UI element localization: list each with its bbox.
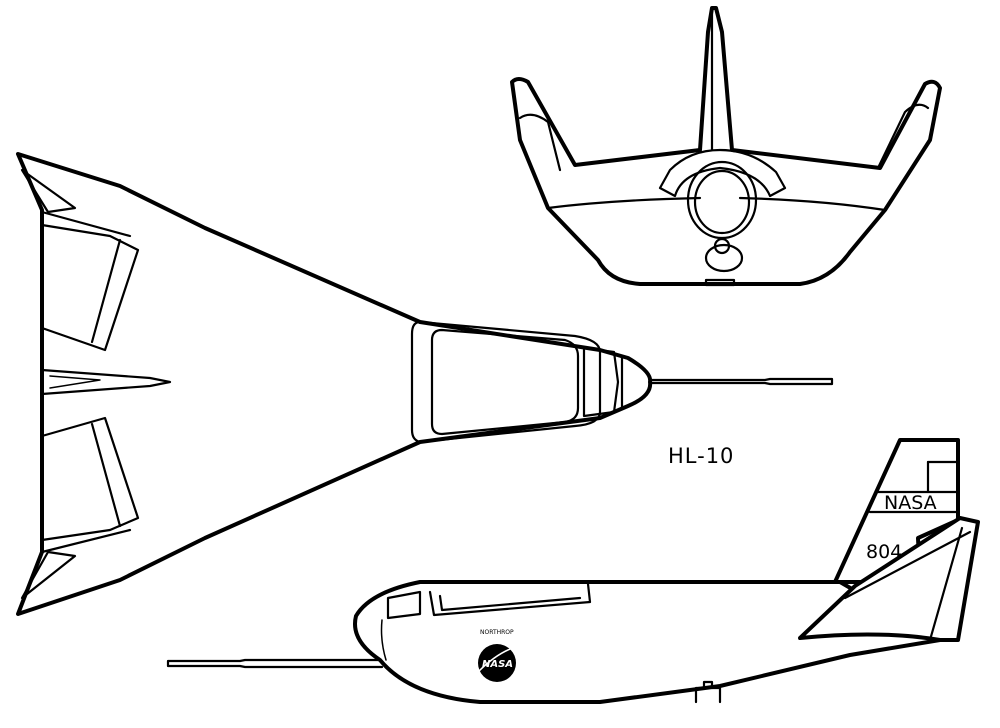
side-view-nose-window [386, 590, 422, 620]
front-view [510, 6, 942, 287]
nasa-logo-text: NASA [482, 659, 513, 670]
nasa-logo-vector [477, 645, 521, 673]
front-view-right-chine [738, 196, 887, 212]
front-view-left-fin-band [518, 113, 562, 172]
top-view-lower-flap-hinge [90, 422, 122, 528]
front-view-nose [704, 243, 744, 273]
top-view-upper-fin-tip [20, 168, 77, 214]
top-view-canopy-inner [430, 328, 580, 436]
side-view-skid [694, 680, 722, 704]
side-view: NASA 804 NORTHROP NASA [166, 438, 980, 704]
top-view-planform [16, 152, 653, 616]
aircraft-label: HL-10 [668, 444, 734, 468]
front-view-canopy-frame [658, 148, 787, 198]
tail-marking: NASA [884, 492, 937, 514]
side-view-nose-seam [380, 619, 387, 661]
top-view-upper-elevon-edge [40, 210, 132, 238]
top-view-center-fin [40, 368, 172, 396]
top-view-lower-flap [40, 416, 140, 542]
side-view-canopy [428, 582, 592, 617]
front-view-skid [704, 278, 736, 287]
top-view-canopy-outer [410, 320, 602, 444]
front-view-right-fin-band [876, 103, 930, 170]
side-view-outer-fin-edge [843, 530, 972, 600]
manufacturer-mark: NORTHROP [480, 629, 514, 636]
side-view-outer-fin [798, 516, 980, 642]
top-view-center-fin-detail [49, 375, 101, 389]
side-view-outer-fin-trailing [928, 526, 964, 642]
top-view [16, 152, 834, 616]
top-view-upper-flap [40, 223, 140, 352]
front-view-left-chine [546, 196, 702, 210]
top-view-nose-window [582, 346, 620, 418]
front-view-canopy-inner [693, 169, 751, 235]
side-view-pitot-probe [166, 658, 384, 669]
nasa-logo: NASA [477, 644, 521, 682]
top-view-lower-elevon-edge [40, 528, 132, 554]
top-view-upper-flap-hinge [90, 238, 122, 344]
top-view-lower-fin-tip [20, 550, 77, 600]
tail-number: 804 [866, 541, 902, 563]
front-view-pitot [713, 237, 731, 255]
nasa-logo-disc [478, 644, 516, 682]
top-view-pitot-probe [648, 377, 834, 386]
front-view-body [510, 6, 942, 286]
side-view-canopy-inner [438, 594, 582, 612]
